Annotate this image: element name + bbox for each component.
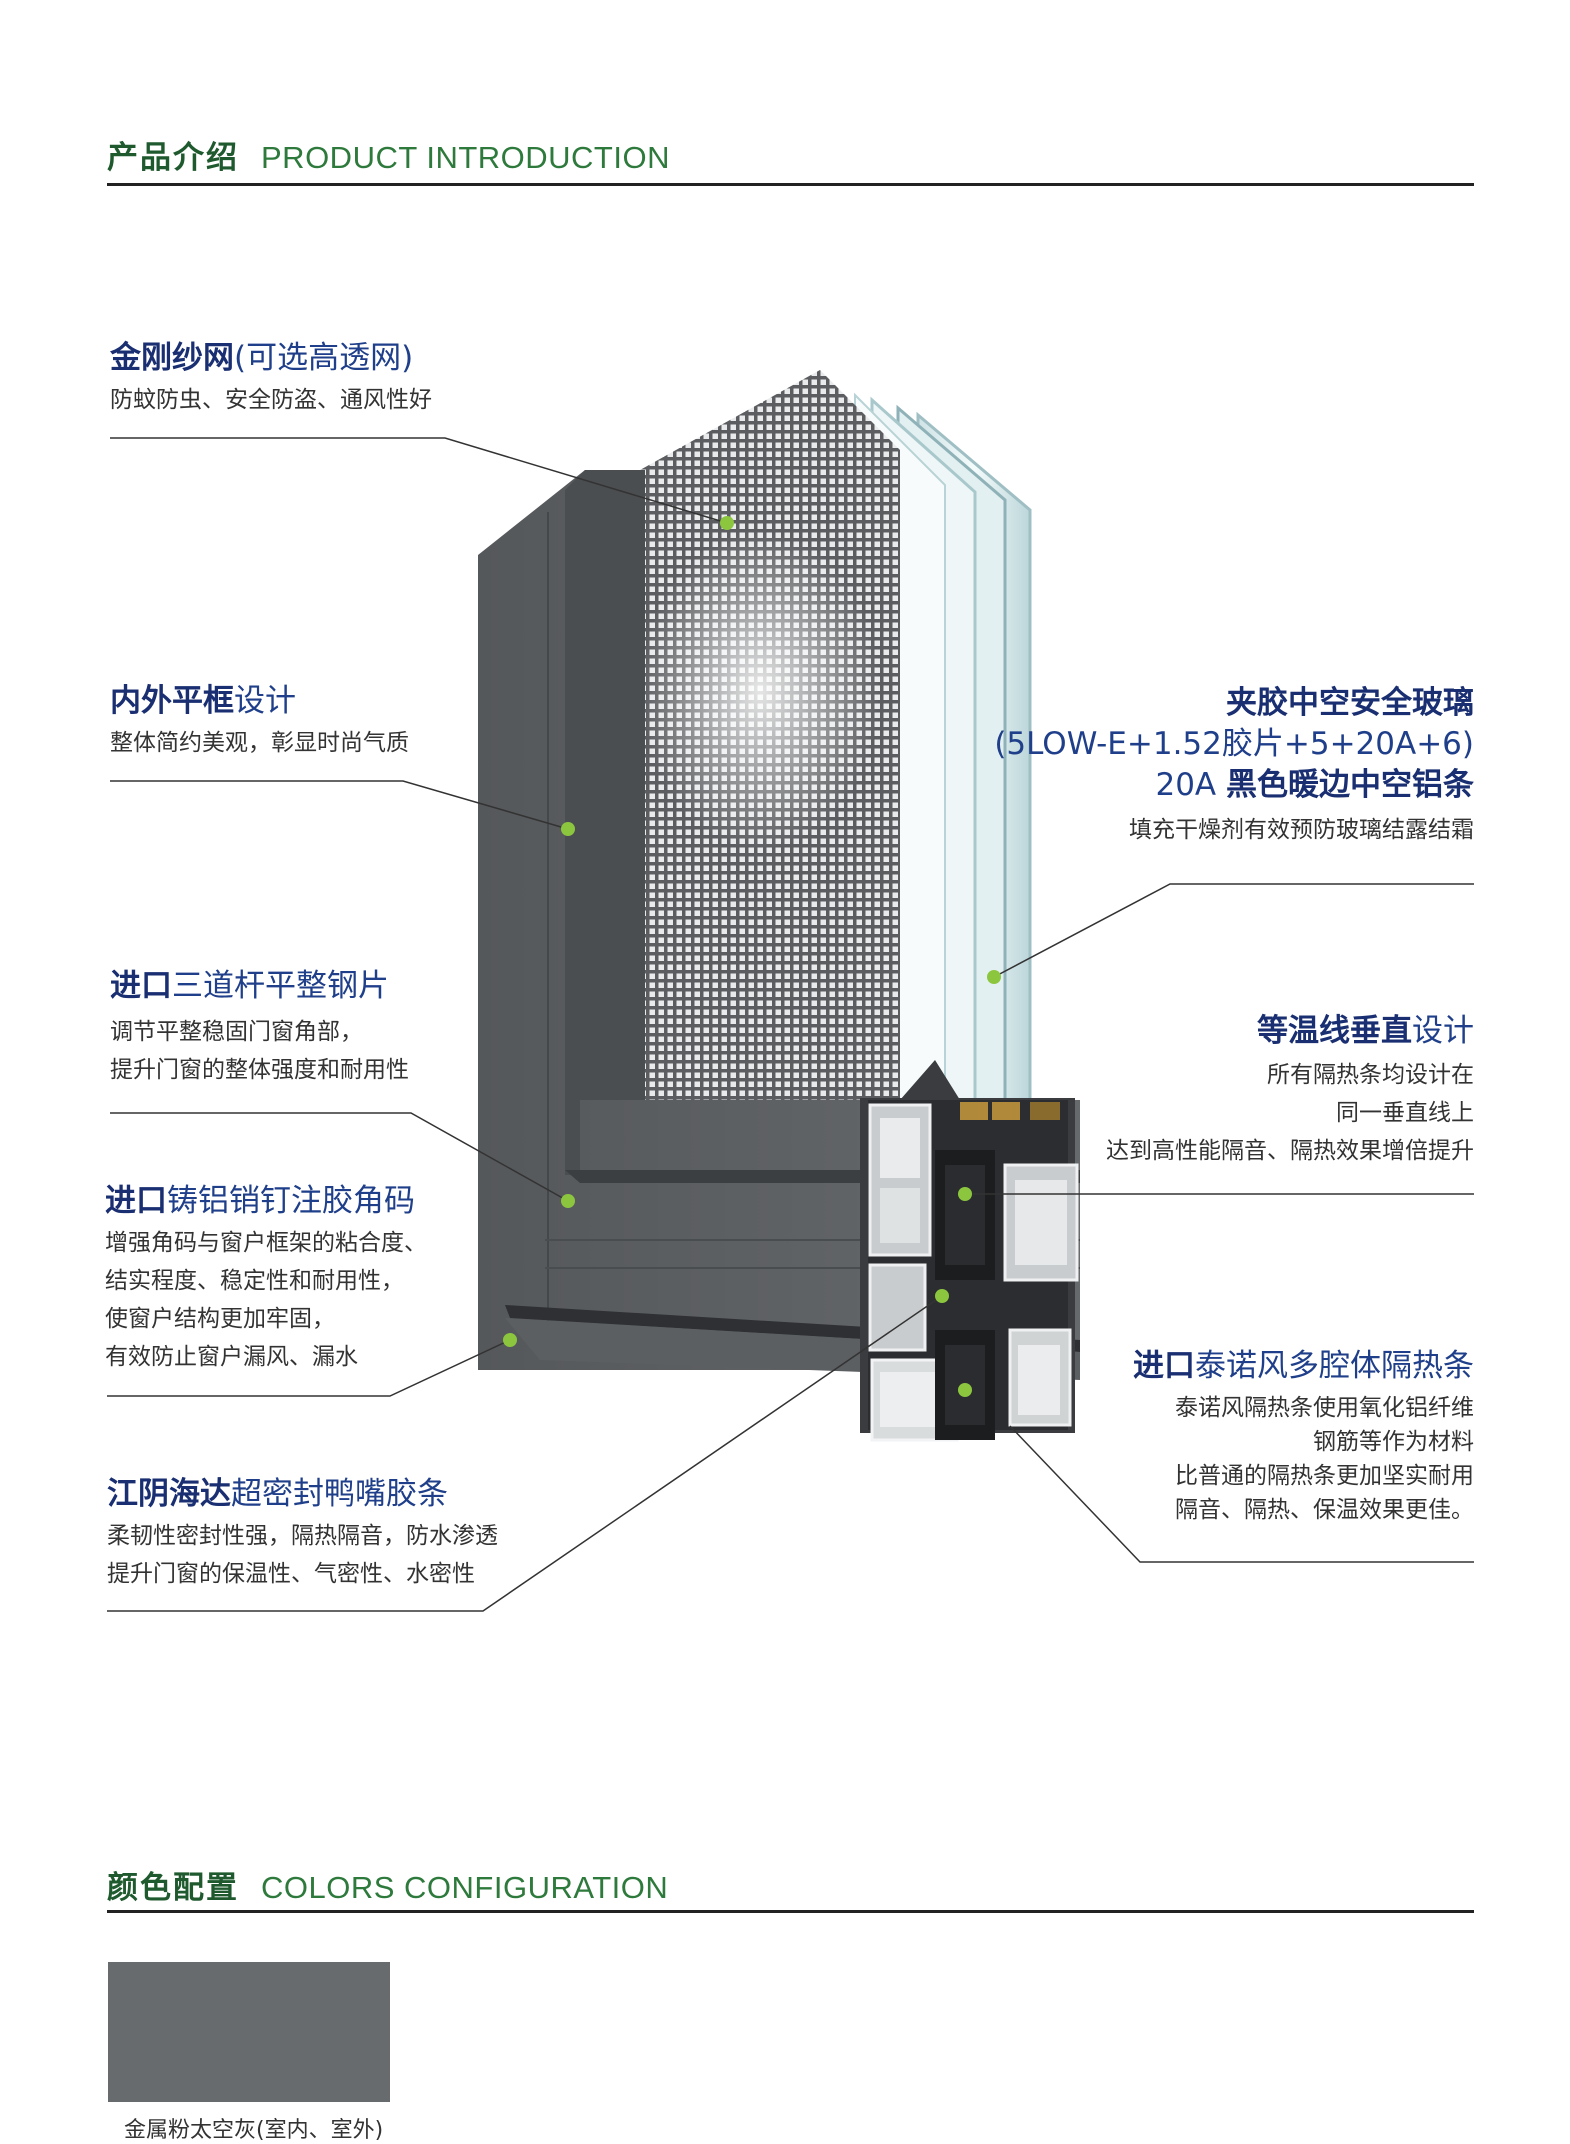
feature-corner-desc-3: 使窗户结构更加牢固， [105,1306,335,1333]
dot-corner [503,1333,517,1347]
product-title-rule [107,183,1474,186]
dot-isotherm [958,1187,972,1201]
color-swatch-space-gray[interactable] [108,1962,390,2102]
feature-screen-title: 金刚纱网(可选高透网) [110,340,414,376]
feature-thermal-desc-1: 泰诺风隔热条使用氧化铝纤维 [1175,1395,1474,1422]
dot-thermal [958,1383,972,1397]
leader-lines [107,437,1474,1612]
color-swatch-label: 金属粉太空灰(室内、室外) [124,2118,384,2143]
screen-mesh [640,370,900,1100]
profile-section [860,1060,1079,1442]
feature-isotherm-desc-3: 达到高性能隔音、隔热效果增倍提升 [1106,1138,1474,1165]
feature-steel-desc-1: 调节平整稳固门窗角部， [110,1019,363,1046]
product-section-title: 产品介绍 PRODUCT INTRODUCTION [107,132,670,177]
feature-corner: 进口铸铝销钉注胶角码 增强角码与窗户框架的粘合度、 结实程度、稳定性和耐用性， … [105,1183,427,1376]
dot-glass [987,970,1001,984]
feature-steel-title: 进口三道杆平整钢片 [110,968,389,1004]
feature-thermal-desc-2: 钢筋等作为材料 [1313,1429,1474,1456]
feature-thermal-desc-3: 比普通的隔热条更加坚实耐用 [1175,1463,1474,1490]
feature-frame-desc: 整体简约美观，彰显时尚气质 [110,730,409,757]
feature-glass-spacer: 20A 黑色暖边中空铝条 [1155,767,1474,804]
feature-corner-title: 进口铸铝销钉注胶角码 [105,1183,415,1219]
dot-frame [561,822,575,836]
colors-title-cn: 颜色配置 [107,1870,239,1906]
feature-glass: 夹胶中空安全玻璃 (5LOW-E+1.52胶片+5+20A+6) 20A 黑色暖… [994,685,1474,849]
feature-glass-spec: (5LOW-E+1.52胶片+5+20A+6) [994,726,1474,763]
feature-isotherm-desc-1: 所有隔热条均设计在 [1267,1062,1474,1089]
callout-dots [503,516,1001,1397]
feature-thermal-desc-4: 隔音、隔热、保温效果更佳。 [1175,1497,1474,1524]
feature-isotherm-title: 等温线垂直设计 [1257,1013,1474,1049]
dot-seal [935,1289,949,1303]
feature-thermal-title: 进口泰诺风多腔体隔热条 [1133,1348,1474,1384]
feature-steel-desc-2: 提升门窗的整体强度和耐用性 [110,1057,409,1084]
feature-screen: 金刚纱网(可选高透网) 防蚊防虫、安全防盗、通风性好 [110,340,432,419]
dot-screen [720,516,734,530]
colors-section-title: 颜色配置 COLORS CONFIGURATION [107,1862,668,1907]
feature-corner-desc-2: 结实程度、稳定性和耐用性， [105,1268,404,1295]
feature-frame-title: 内外平框设计 [110,683,296,719]
feature-glass-desc: 填充干燥剂有效预防玻璃结露结霜 [1129,816,1474,843]
feature-seal-title: 江阴海达超密封鸭嘴胶条 [107,1476,448,1512]
feature-screen-desc: 防蚊防虫、安全防盗、通风性好 [110,387,432,414]
colors-title-en: COLORS CONFIGURATION [261,1870,669,1905]
product-title-en: PRODUCT INTRODUCTION [261,140,670,175]
feature-thermal: 进口泰诺风多腔体隔热条 泰诺风隔热条使用氧化铝纤维 钢筋等作为材料 比普通的隔热… [1133,1348,1474,1527]
product-title-cn: 产品介绍 [107,140,239,176]
feature-steel: 进口三道杆平整钢片 调节平整稳固门窗角部， 提升门窗的整体强度和耐用性 [110,968,409,1089]
feature-isotherm-desc-2: 同一垂直线上 [1336,1100,1474,1127]
feature-corner-desc-1: 增强角码与窗户框架的粘合度、 [105,1230,427,1257]
feature-corner-desc-4: 有效防止窗户漏风、漏水 [105,1344,358,1371]
feature-seal: 江阴海达超密封鸭嘴胶条 柔韧性密封性强，隔热隔音，防水渗透 提升门窗的保温性、气… [107,1476,498,1593]
feature-frame: 内外平框设计 整体简约美观，彰显时尚气质 [110,683,409,762]
feature-glass-title: 夹胶中空安全玻璃 [1226,685,1474,721]
dot-steel [561,1194,575,1208]
colors-title-rule [107,1910,1474,1913]
feature-isotherm: 等温线垂直设计 所有隔热条均设计在 同一垂直线上 达到高性能隔音、隔热效果增倍提… [1106,1013,1474,1170]
feature-seal-desc-2: 提升门窗的保温性、气密性、水密性 [107,1561,475,1588]
feature-seal-desc-1: 柔韧性密封性强，隔热隔音，防水渗透 [107,1523,498,1550]
